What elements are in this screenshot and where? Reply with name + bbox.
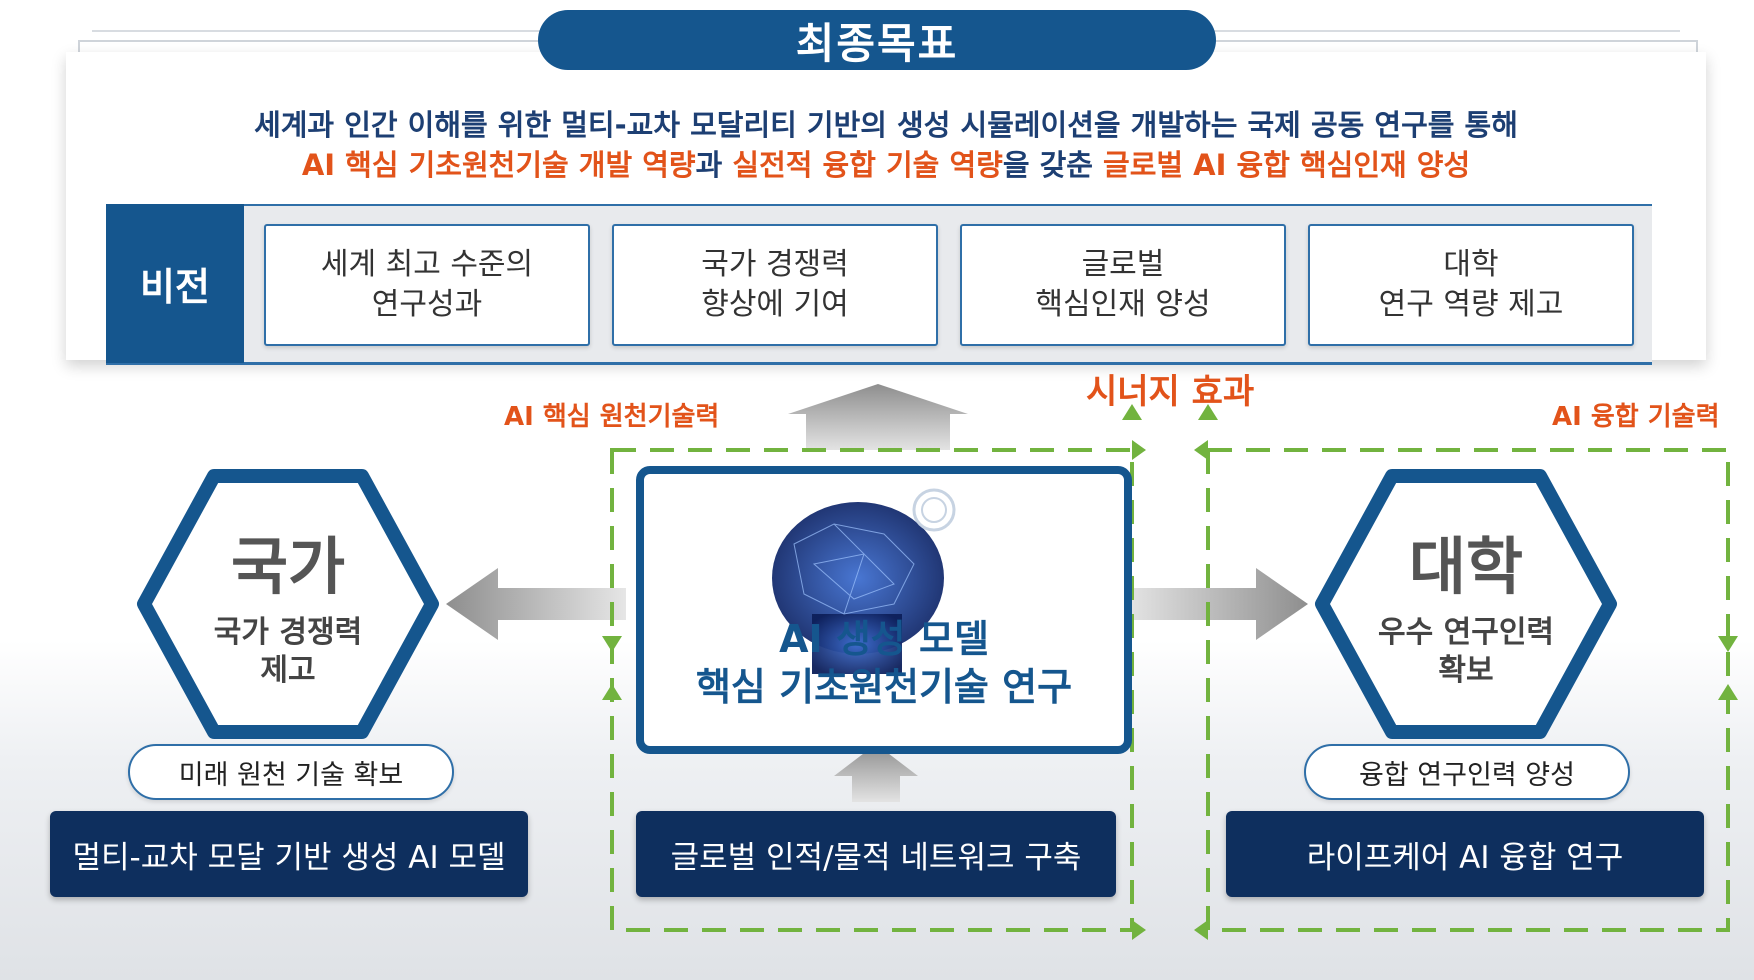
goal-line-2-part: 을 갖춘: [1002, 148, 1104, 182]
goal-line-2-part: 글로벌 AI 융합 핵심인재 양성: [1103, 148, 1471, 182]
left-hex-subtitle: 국가 경쟁력 제고: [213, 615, 363, 688]
right-flow-label: AI 융합 기술력: [1552, 402, 1720, 432]
center-title-line-2: 핵심 기초원천기술 연구: [695, 665, 1073, 709]
center-title-line-1: AI 생성 모델: [779, 617, 989, 661]
goal-line-2-part: 실전적 융합 기술 역량: [732, 148, 1003, 182]
goal-line-2: AI 핵심 기초원천기술 개발 역량과 실전적 융합 기술 역량을 갖춘 글로벌…: [66, 142, 1706, 184]
goal-title: 최종목표: [538, 10, 1216, 70]
goal-line-2-part: 과: [695, 148, 733, 182]
vision-label: 비전: [106, 204, 244, 363]
hexagon-right: [1315, 469, 1617, 739]
brain-head-icon: [772, 488, 956, 674]
left-pill: 미래 원천 기술 확보: [128, 744, 454, 800]
vision-card: 세계 최고 수준의 연구성과: [264, 224, 590, 346]
synergy-label: 시너지 효과: [1086, 372, 1255, 412]
left-hex-title: 국가: [230, 530, 346, 603]
vision-card: 국가 경쟁력 향상에 기여: [612, 224, 938, 346]
right-hex-subtitle: 우수 연구인력 확보: [1377, 615, 1555, 688]
vision-card: 대학 연구 역량 제고: [1308, 224, 1634, 346]
goal-line-2-part: AI 핵심 기초원천기술 개발 역량: [301, 148, 696, 182]
right-box: 라이프케어 AI 융합 연구: [1226, 811, 1704, 897]
center-box: [636, 466, 1132, 754]
goal-line-1: 세계과 인간 이해를 위한 멀티-교차 모달리티 기반의 생성 시뮬레이션을 개…: [254, 108, 1518, 142]
green-arrowheads: [602, 404, 1738, 940]
up-arrow-icon: [788, 384, 968, 450]
left-flow-label: AI 핵심 원천기술력: [504, 402, 720, 432]
hexagon-left: [137, 469, 439, 739]
right-pill: 융합 연구인력 양성: [1304, 744, 1630, 800]
up-arrow-small-icon: [834, 744, 918, 802]
left-arrow-icon: [446, 568, 626, 640]
center-box-bottom: 글로벌 인적/물적 네트워크 구축: [636, 811, 1116, 897]
right-arrow-icon: [1124, 568, 1308, 640]
left-box: 멀티-교차 모달 기반 생성 AI 모델: [50, 811, 528, 897]
vision-card: 글로벌 핵심인재 양성: [960, 224, 1286, 346]
right-hex-title: 대학: [1408, 530, 1524, 603]
